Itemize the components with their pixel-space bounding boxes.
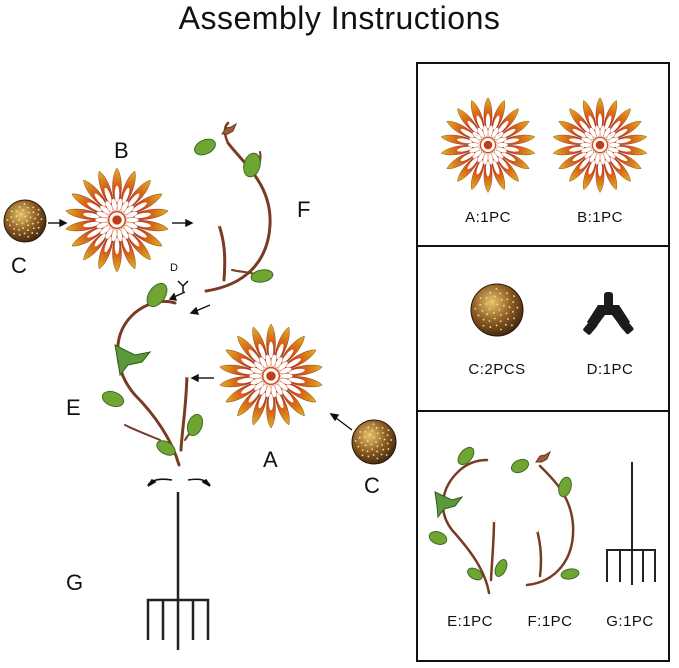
stem-e-leaves <box>101 282 204 456</box>
label-c-left: C <box>11 253 27 278</box>
part-f-caption: F:1PC <box>527 613 573 630</box>
part-c-caption: C:2PCS <box>468 361 526 378</box>
stem-e <box>116 299 198 467</box>
flower-a-part <box>440 97 536 193</box>
part-b-caption: B:1PC <box>577 209 623 226</box>
page-title: Assembly Instructions <box>178 0 501 36</box>
flower-b <box>65 167 169 273</box>
stem-f-leaves <box>194 122 274 283</box>
panel-divider-1 <box>416 245 670 247</box>
part-a-caption: A:1PC <box>465 209 511 226</box>
connector-d-part <box>583 292 634 335</box>
part-e-caption: E:1PC <box>447 613 493 630</box>
globe-c-right <box>351 419 397 465</box>
globe-c-left <box>3 199 47 243</box>
flower-b-part <box>552 97 648 193</box>
part-d-caption: D:1PC <box>586 361 634 378</box>
connector-d <box>177 280 189 292</box>
part-g-caption: G:1PC <box>606 613 654 630</box>
stem-f <box>204 121 272 293</box>
label-d: D <box>170 262 178 274</box>
label-g: G <box>66 570 84 595</box>
globe-c-part <box>470 283 524 337</box>
stake-g <box>146 492 210 650</box>
panel-divider-2 <box>416 410 670 412</box>
label-f: F <box>297 197 311 222</box>
assembly-arrows <box>48 218 353 431</box>
stem-f-part <box>525 464 575 587</box>
label-c-right: C <box>364 473 380 498</box>
label-a: A <box>263 447 278 472</box>
stem-f-part-leaves <box>510 450 580 580</box>
stake-g-part <box>606 462 656 585</box>
label-b: B <box>114 138 129 163</box>
rotation-arrows <box>147 478 211 487</box>
label-e: E <box>66 395 81 420</box>
flower-a <box>219 323 323 429</box>
stem-e-part-leaves <box>428 446 508 581</box>
parts-list-panel <box>416 62 670 662</box>
